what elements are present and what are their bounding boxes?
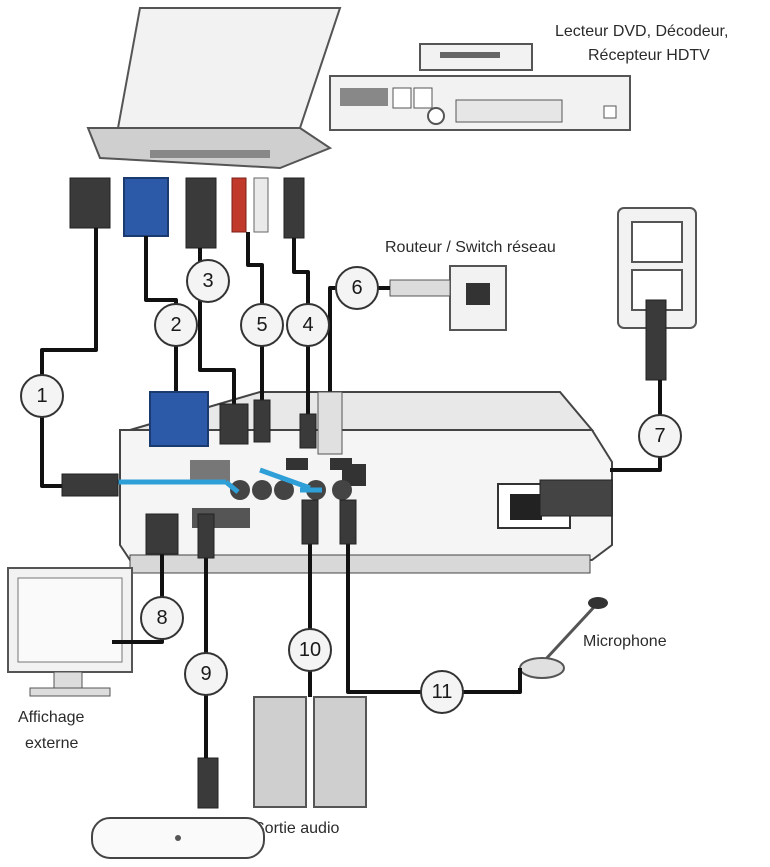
callout-9: 9 — [184, 652, 228, 696]
callout-2: 2 — [154, 303, 198, 347]
callout-1: 1 — [20, 374, 64, 418]
dvd-label-line1: Lecteur DVD, Décodeur, — [555, 23, 728, 40]
callout-3-text: 3 — [202, 270, 213, 292]
external-monitor — [7, 567, 133, 697]
bottom-device — [91, 757, 265, 859]
callout-6-text: 6 — [351, 277, 362, 299]
laptop — [86, 7, 342, 170]
callout-10-text: 10 — [299, 639, 321, 661]
external-display-line1: Affichage — [18, 709, 85, 726]
dvd-player — [329, 43, 631, 131]
callout-2-text: 2 — [170, 314, 181, 336]
projector — [119, 391, 613, 574]
callout-10: 10 — [288, 628, 332, 672]
router-label: Routeur / Switch réseau — [385, 239, 556, 256]
callout-3: 3 — [186, 259, 230, 303]
wall-outlet — [617, 207, 697, 381]
callout-9-text: 9 — [200, 663, 211, 685]
microphone-label: Microphone — [583, 633, 667, 650]
callout-6: 6 — [335, 266, 379, 310]
cables — [40, 228, 662, 758]
projector-connectors — [61, 391, 613, 559]
speakers — [253, 696, 367, 808]
callout-11-text: 11 — [432, 681, 453, 703]
audio-out-label: Sortie audio — [254, 820, 339, 837]
network-router — [389, 265, 507, 331]
callout-8: 8 — [140, 596, 184, 640]
callout-5-text: 5 — [256, 314, 267, 336]
connector-plugs — [69, 177, 305, 249]
callout-7-text: 7 — [654, 425, 665, 447]
microphone — [519, 597, 608, 679]
external-display-line2: externe — [25, 735, 78, 752]
callout-8-text: 8 — [156, 607, 167, 629]
callout-11: 11 — [420, 670, 464, 714]
callout-1-text: 1 — [36, 385, 47, 407]
dvd-label-line2: Récepteur HDTV — [588, 47, 710, 64]
callout-4: 4 — [286, 303, 330, 347]
callout-5: 5 — [240, 303, 284, 347]
callout-4-text: 4 — [302, 314, 313, 336]
callout-7: 7 — [638, 414, 682, 458]
